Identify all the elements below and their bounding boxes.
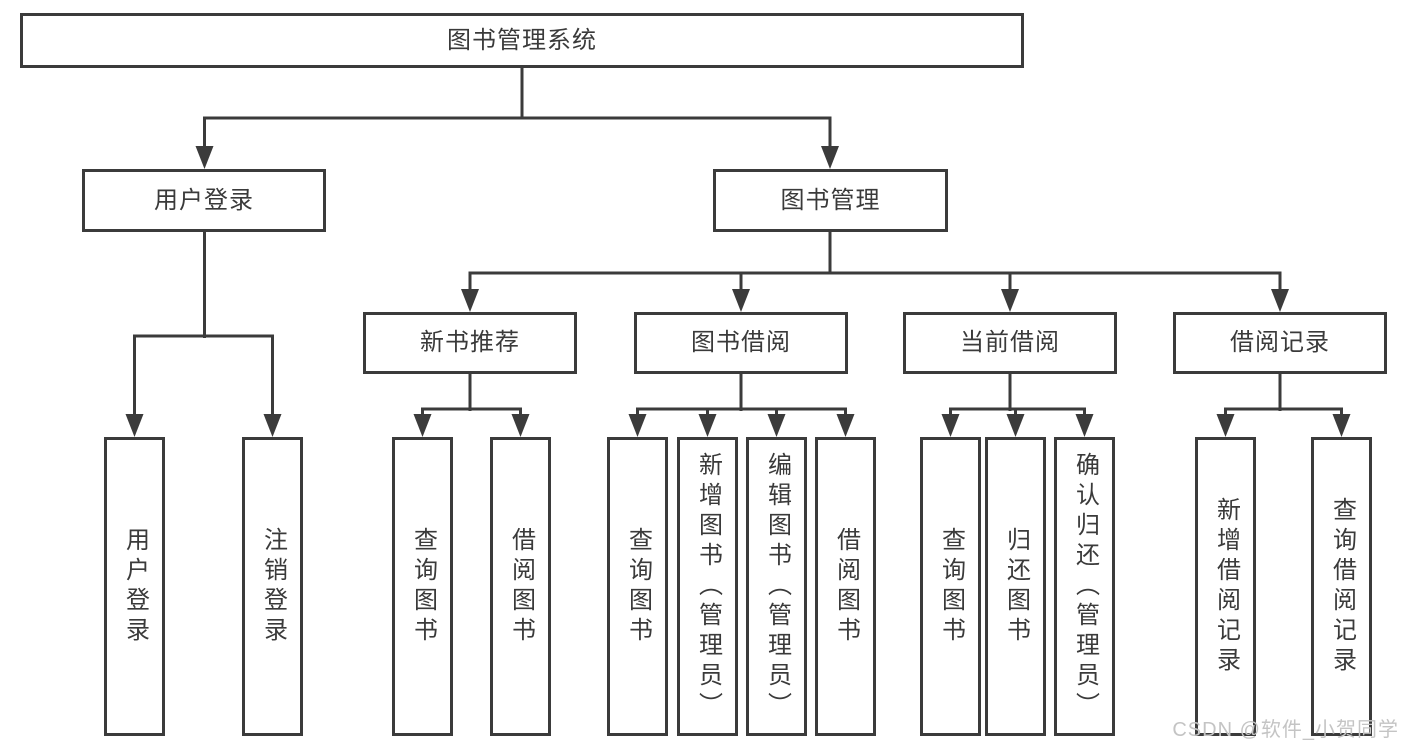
node-label: 查询借阅记录 <box>1328 496 1356 677</box>
leaf-br-query-borrow-record: 查询借阅记录 <box>1311 437 1372 736</box>
node-label: 用户登录 <box>121 526 149 647</box>
node-label: 新增借阅记录 <box>1212 496 1240 677</box>
connector-mgmt-to-level3 <box>461 232 1289 312</box>
connector-root-to-level2 <box>195 68 839 169</box>
node-borrowing-records: 借阅记录 <box>1173 312 1387 374</box>
node-book-management: 图书管理 <box>713 169 948 232</box>
connector-records-to-leaves <box>1216 374 1351 437</box>
leaf-cb-query-books: 查询图书 <box>920 437 981 736</box>
node-user-login: 用户登录 <box>82 169 326 232</box>
leaf-rec-borrow-books: 借阅图书 <box>490 437 551 736</box>
node-label: 新书推荐 <box>420 329 520 356</box>
leaf-rec-query-books: 查询图书 <box>392 437 453 736</box>
node-library-management-system: 图书管理系统 <box>20 13 1024 68</box>
leaf-user-login: 用户登录 <box>104 437 165 736</box>
leaf-logout: 注销登录 <box>242 437 303 736</box>
leaf-bb-add-books-admin: 新增图书（管理员） <box>677 437 738 736</box>
connector-rec-to-leaves <box>413 374 530 437</box>
leaf-bb-query-books: 查询图书 <box>607 437 668 736</box>
node-label: 注销登录 <box>259 526 287 647</box>
node-label: 确认归还（管理员） <box>1071 451 1099 722</box>
node-new-book-recommendation: 新书推荐 <box>363 312 577 374</box>
node-current-borrowing: 当前借阅 <box>903 312 1117 374</box>
node-label: 图书管理系统 <box>447 26 597 54</box>
connector-login-to-leaves <box>125 232 282 437</box>
connector-borrow-to-leaves <box>628 374 855 437</box>
node-label: 借阅图书 <box>507 526 535 647</box>
node-label: 新增图书（管理员） <box>694 451 722 722</box>
leaf-bb-borrow-books: 借阅图书 <box>815 437 876 736</box>
leaf-bb-edit-books-admin: 编辑图书（管理员） <box>746 437 807 736</box>
node-label: 查询图书 <box>624 526 652 647</box>
node-label: 借阅图书 <box>832 526 860 647</box>
node-label: 归还图书 <box>1002 526 1030 647</box>
node-label: 图书管理 <box>780 186 881 214</box>
leaf-br-add-borrow-record: 新增借阅记录 <box>1195 437 1256 736</box>
connector-current-to-leaves <box>941 374 1094 437</box>
watermark: CSDN @软件_小贺同学 <box>1172 719 1399 741</box>
node-label: 图书借阅 <box>691 329 791 356</box>
node-label: 当前借阅 <box>960 329 1060 356</box>
node-label: 借阅记录 <box>1230 329 1330 356</box>
leaf-cb-confirm-return-admin: 确认归还（管理员） <box>1054 437 1115 736</box>
node-label: 查询图书 <box>409 526 437 647</box>
node-label: 编辑图书（管理员） <box>763 451 791 722</box>
node-label: 用户登录 <box>154 186 254 214</box>
node-book-borrowing: 图书借阅 <box>634 312 848 374</box>
node-label: 查询图书 <box>937 526 965 647</box>
leaf-cb-return-books: 归还图书 <box>985 437 1046 736</box>
